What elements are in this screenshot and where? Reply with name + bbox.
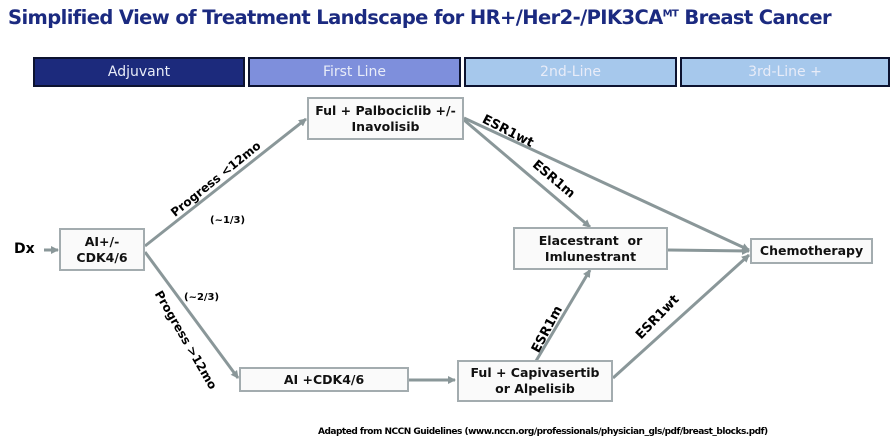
- banner-adjuvant: Adjuvant: [33, 57, 245, 87]
- page-title: Simplified View of Treatment Landscape f…: [8, 6, 832, 29]
- arrow-ful-capi-to-elacestrant: [534, 269, 592, 362]
- arrow-ful-palbo-to-elacestrant: [463, 118, 591, 229]
- node-ai-cdk: AI+/-CDK4/6: [59, 228, 145, 271]
- arrow-ai-to-ai-cdk: [143, 251, 240, 379]
- arrow-ful-palbo-to-chemo: [463, 116, 750, 252]
- node-chemotherapy: Chemotherapy: [750, 238, 873, 264]
- banner-third-line: 3rd-Line +: [680, 57, 890, 87]
- label-fraction-third: (~1/3): [210, 215, 246, 226]
- source-footnote: Adapted from NCCN Guidelines (www.nccn.o…: [318, 427, 768, 437]
- arrow-ai-to-ful-palbo: [144, 117, 307, 248]
- banner-second-line: 2nd-Line: [464, 57, 677, 87]
- banner-first-line: First Line: [248, 57, 461, 87]
- node-ai-cdk-first-line: AI +CDK4/6: [239, 367, 409, 392]
- label-fraction-two-thirds: (~2/3): [184, 292, 220, 303]
- arrow-ful-capi-to-chemo: [611, 253, 751, 380]
- arrow-elacestrant-to-chemo: [667, 246, 750, 255]
- node-ful-palbociclib: Ful + Palbociclib +/-Inavolisib: [307, 97, 464, 140]
- node-dx: Dx: [14, 241, 35, 257]
